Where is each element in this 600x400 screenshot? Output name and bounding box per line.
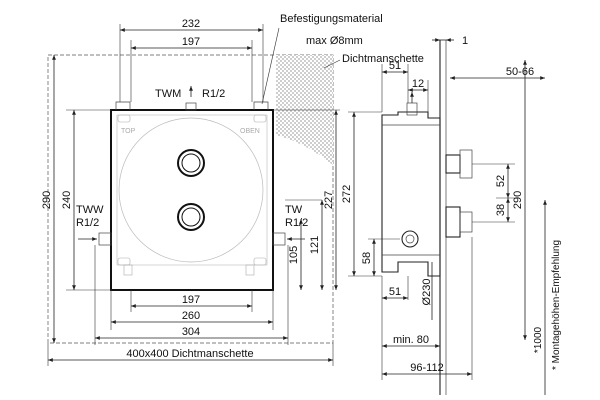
- side-top-fitting: [406, 102, 418, 116]
- label-1000: *1000: [533, 326, 544, 353]
- label-1: 1: [462, 35, 468, 47]
- label-227: 227: [323, 191, 335, 209]
- tab-top-left: [115, 101, 131, 110]
- label-52: 52: [495, 175, 507, 187]
- seal-outline: [47, 54, 334, 344]
- label-tw-r: R1/2: [285, 217, 308, 229]
- leader-befestigung: [261, 27, 280, 105]
- label-12: 12: [412, 78, 424, 90]
- label-260: 260: [182, 310, 200, 322]
- label-272: 272: [341, 185, 353, 203]
- label-oben: OBEN: [240, 128, 260, 135]
- label-tww: TWW: [76, 204, 104, 216]
- slot-tr: [253, 114, 267, 123]
- box-inner: [116, 114, 268, 266]
- label-232: 232: [182, 18, 200, 30]
- label-51-bottom: 51: [389, 286, 401, 298]
- label-105: 105: [288, 246, 300, 264]
- label-tw: TW: [285, 204, 303, 216]
- label-96-112: 96-112: [410, 362, 443, 374]
- label-240: 240: [61, 191, 73, 209]
- label-befestigung-2: max Ø8mm: [306, 35, 363, 47]
- label-121: 121: [309, 236, 321, 254]
- side-connector: [401, 230, 419, 248]
- label-tww-r: R1/2: [76, 217, 99, 229]
- label-montage: * Montagehöhen-Empfehlung: [551, 240, 562, 370]
- side-body: [381, 111, 441, 277]
- label-290-right: 290: [512, 191, 524, 209]
- box-body: [110, 109, 274, 291]
- twm-port: [185, 102, 197, 111]
- label-twm: TWM: [155, 88, 181, 100]
- foot-left: [123, 264, 133, 276]
- foot-right: [245, 264, 255, 276]
- label-197-bottom: 197: [182, 294, 200, 306]
- label-58: 58: [361, 252, 373, 264]
- stem-lower: [445, 206, 461, 238]
- label-top: TOP: [121, 128, 136, 135]
- valve-upper-inner: [181, 153, 201, 173]
- label-290-left: 290: [41, 191, 53, 209]
- label-51-top: 51: [389, 60, 401, 72]
- label-304: 304: [182, 326, 200, 338]
- valve-upper: [177, 149, 205, 177]
- label-197-top: 197: [182, 36, 200, 48]
- leader-dicht: [323, 59, 341, 69]
- slot-bl: [117, 257, 131, 266]
- label-befestigung-1: Befestigungsmaterial: [280, 13, 383, 25]
- slot-br: [253, 257, 267, 266]
- stem-upper: [445, 154, 461, 174]
- tww-connector: [98, 232, 112, 246]
- label-dichtmanschette-bottom: 400x400 Dichtmanschette: [126, 348, 253, 360]
- slot-tl: [117, 114, 131, 123]
- tw-connector: [272, 232, 286, 246]
- label-twm-r: R1/2: [202, 88, 225, 100]
- valve-lower-inner: [181, 207, 201, 227]
- tab-top-right: [253, 101, 269, 110]
- valve-lower: [177, 203, 205, 231]
- label-38: 38: [495, 204, 507, 216]
- label-dichtmanschette-top: Dichtmanschette: [342, 53, 424, 65]
- label-50-66: 50-66: [506, 66, 534, 78]
- label-min80: min. 80: [393, 334, 429, 346]
- mounting-circle: [118, 117, 264, 263]
- label-230: Ø230: [421, 279, 433, 306]
